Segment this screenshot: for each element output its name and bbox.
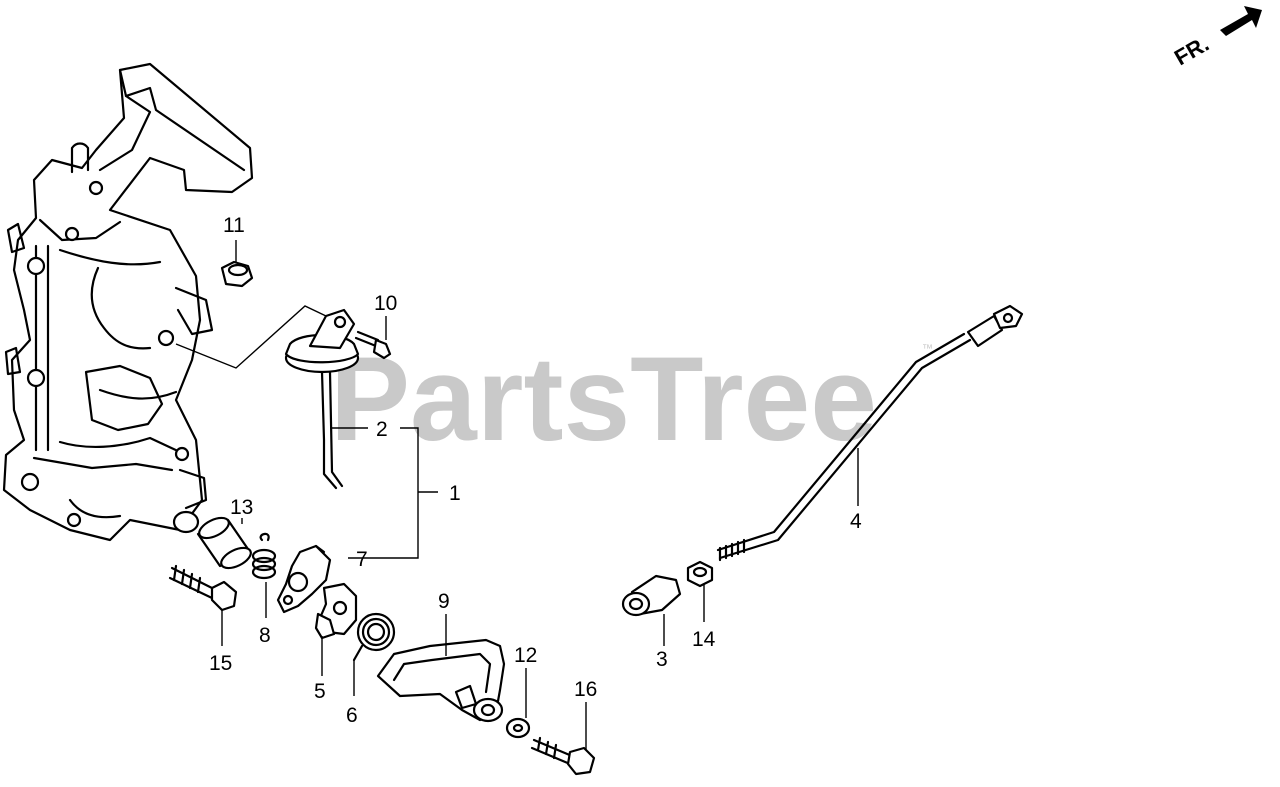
part-14-nut [686,560,714,588]
callout-10: 10 [374,292,397,315]
part-7-governor-arm [276,544,332,614]
callout-11: 11 [223,214,245,237]
callout-2: 2 [376,418,388,441]
callout-6: 6 [346,704,358,727]
front-direction-marker: FR. [1170,6,1262,70]
watermark-text: PartsTree [330,332,877,466]
part-6-spring [352,612,396,662]
callout-16: 16 [574,678,597,701]
part-13-collar [196,516,252,570]
front-direction-text: FR. [1170,31,1213,70]
part-9-throttle-arm [376,638,506,723]
part-15-bolt [168,564,238,612]
part-2-diaphragm [284,308,360,490]
watermark-trademark: ™ [922,343,933,355]
callout-5: 5 [314,680,326,703]
leader-lines [221,240,859,750]
callout-7: 7 [356,548,368,571]
watermark: PartsTree ™ [330,332,933,466]
callout-14: 14 [692,628,716,651]
callout-4: 4 [850,510,862,533]
part-10-screw [354,330,392,360]
arrow-icon [1220,6,1262,36]
vacuum-hose-line [175,305,327,369]
part-11-nut [220,260,254,288]
part-8-spring [251,532,277,580]
callout-1: 1 [449,482,461,505]
callout-3: 3 [656,648,668,671]
part-12-washer [505,717,531,739]
callout-8: 8 [259,624,271,647]
part-16-bolt [530,736,596,776]
part-3-joint [621,574,682,617]
callout-9: 9 [438,590,450,613]
part-4-control-rod [716,304,1024,562]
callout-12: 12 [514,644,537,667]
part-5-lever [314,582,358,640]
manifold-housing [2,62,254,542]
callout-13: 13 [230,496,253,519]
callout-15: 15 [209,652,232,675]
callout-labels: 1 2 3 4 5 6 7 8 9 10 11 12 13 14 15 16 [209,214,862,727]
